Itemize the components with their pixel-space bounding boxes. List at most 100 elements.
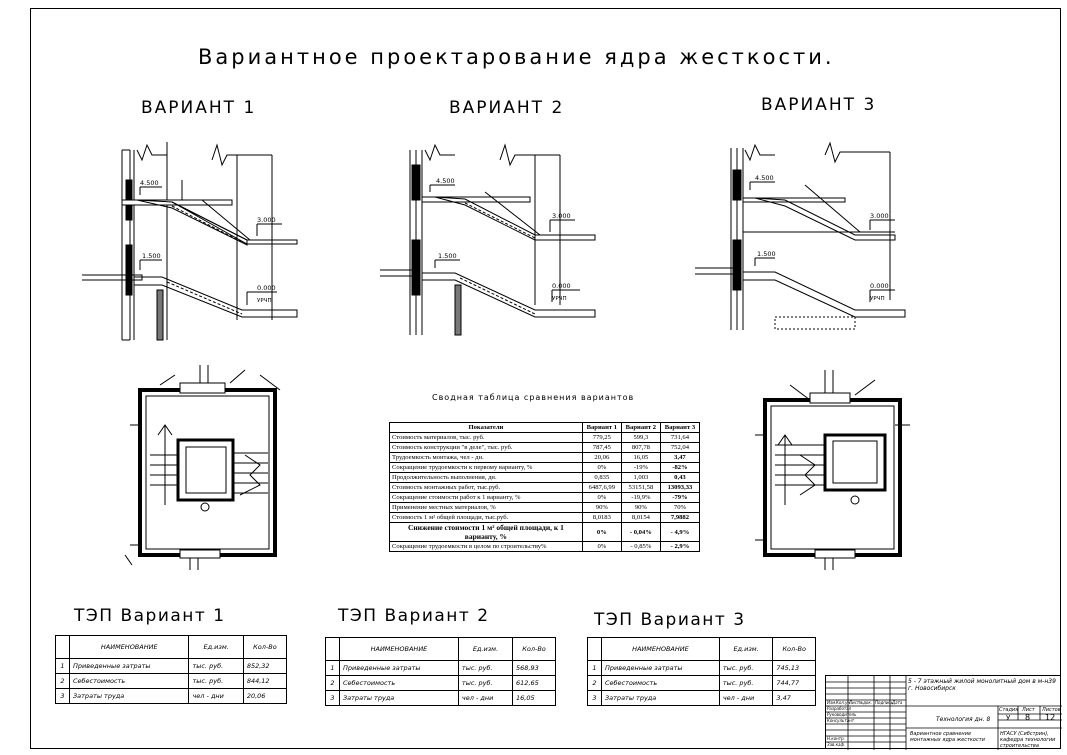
stamp-stage: У (1006, 714, 1011, 722)
table-row: Применение местных материалов, %90%90%70… (389, 502, 701, 513)
table-cell: 0% (581, 492, 622, 503)
summary-header-cell: Вариант 3 (659, 422, 701, 433)
table-cell: Себестоимость (339, 675, 459, 691)
table-cell: Стоимость материалов, тыс. руб. (389, 432, 583, 443)
table-cell: 8,0154 (620, 512, 661, 523)
table-cell: чел - дни (718, 690, 774, 706)
table-cell: -79% (659, 492, 701, 503)
table-cell: 7,9882 (659, 512, 701, 523)
table-cell: Трудоемкость монтажа, чел - дн. (389, 452, 583, 463)
table-header-cell: Кол-Во (772, 637, 816, 661)
table-row: Сокращение трудоемкости в целом по строи… (389, 541, 701, 552)
stamp-left-label: Н.контр. (827, 736, 845, 741)
plan-drawing-svg (124, 365, 281, 570)
table-header-row: НАИМЕНОВАНИЕ Ед.изм. Кол-Во (587, 637, 816, 661)
table-cell: 3 (55, 688, 70, 704)
table-cell: -19,9% (620, 492, 661, 503)
table-cell: 0,835 (581, 472, 622, 483)
table-cell: 0% (581, 541, 622, 552)
table-cell: 1 (587, 660, 602, 676)
stamp-sheet-name: Вариантное сравнение монтажных ядра жест… (910, 731, 985, 743)
table-cell: Сокращение трудоемкости к первому вариан… (389, 462, 583, 473)
section-drawing-svg: 4.500 3.000 1.500 0.000 УРЧП (695, 141, 906, 330)
variant-1-plan-drawing (120, 365, 290, 579)
level-1500-label: 1.500 (438, 252, 457, 260)
summary-header-cell: Вариант 2 (620, 422, 661, 433)
table-cell: 2 (325, 675, 340, 691)
level-0000-label: 0.000 (552, 282, 571, 290)
stamp-head-label: №док. (859, 700, 873, 705)
table-header-cell: НАИМЕНОВАНИЕ (601, 637, 720, 661)
table-header-cell (587, 637, 602, 661)
summary-comparison-table: Показатели Вариант 1 Вариант 2 Вариант 3… (389, 422, 701, 552)
table-cell: Затраты труда (68, 688, 190, 704)
stamp-sheet: 8 (1025, 713, 1031, 722)
table-cell: Приведенные затраты (339, 660, 459, 676)
section-drawing-svg: 4.500 3.000 1.500 0.000 УРЧП (380, 143, 596, 336)
level-3000-label: 3.000 (552, 212, 571, 220)
stamp-left-label: Разработал (827, 706, 852, 711)
table-row: Снижение стоимости 1 м² общей площади, к… (389, 522, 701, 542)
table-cell: Стоимость 1 м² общей площади, тыс.руб. (389, 512, 583, 523)
table-cell: 20,06 (581, 452, 622, 463)
level-3000-label: 3.000 (257, 216, 276, 224)
sheet-title: Вариантное проектарование ядра жесткости… (198, 45, 835, 69)
table-cell: 1,003 (620, 472, 661, 483)
stamp-stage-label: Стадия (999, 707, 1019, 713)
level-urch-label: УРЧП (257, 298, 272, 304)
table-cell: 3,47 (772, 690, 816, 706)
table-header-cell: НАИМЕНОВАНИЕ (339, 637, 459, 661)
table-cell: 612,65 (512, 675, 556, 691)
table-cell: 70% (659, 502, 701, 513)
section-drawing-svg: 4.500 3.000 1.500 0.000 УРЧП (82, 142, 298, 341)
table-cell: 13093,33 (659, 482, 701, 493)
tep-2-title: ТЭП Вариант 2 (338, 606, 490, 626)
table-header-cell (55, 635, 70, 659)
tep-1-title: ТЭП Вариант 1 (74, 606, 226, 626)
table-header-row: НАИМЕНОВАНИЕ Ед.изм. Кол-Во (55, 635, 288, 659)
table-cell: 3,47 (659, 452, 701, 463)
table-cell: Приведенные затраты (68, 658, 190, 674)
table-row: Стоимость монтажных работ, тыс.руб.6487,… (389, 482, 701, 493)
stamp-section: Технология дн. 8 (936, 716, 991, 723)
table-cell: 807,78 (620, 442, 661, 453)
table-cell: 0% (581, 462, 622, 473)
table-cell: 53151,58 (620, 482, 661, 493)
table-header-cell: Ед.изм. (188, 635, 244, 659)
table-cell: - 4,9% (659, 522, 701, 542)
level-0000-label: 0.000 (257, 284, 276, 292)
table-header-cell: Ед.изм. (718, 637, 774, 661)
table-cell: 2 (55, 673, 70, 689)
level-0000-label: 0.000 (870, 282, 889, 290)
table-cell: Сокращение стоимости работ к 1 варианту,… (389, 492, 583, 503)
table-cell: 731,64 (659, 432, 701, 443)
table-cell: 1 (55, 658, 70, 674)
table-cell: 8,0183 (581, 512, 622, 523)
table-cell: 744,77 (772, 675, 816, 691)
sheet-frame (30, 8, 1061, 749)
variant-3-plan-drawing (745, 365, 915, 579)
stamp-left-label: Зав.каф. (827, 742, 846, 747)
table-cell: - 0,04% (620, 522, 661, 542)
table-cell: тыс. руб. (718, 675, 774, 691)
title-block: 5 - 7 этажный жилой монолитный дом в м-н… (825, 675, 1062, 750)
table-cell: Себестоимость (68, 673, 190, 689)
table-cell: тыс. руб. (188, 658, 244, 674)
table-cell: Снижение стоимости 1 м² общей площади, к… (389, 522, 583, 542)
table-cell: Применение местных материалов, % (389, 502, 583, 513)
summary-table-title: Сводная таблица сравнения вариантов (432, 393, 635, 402)
stamp-sheets: 12 (1045, 713, 1056, 722)
level-1500-label: 1.500 (142, 252, 161, 260)
table-cell: чел - дни (188, 688, 244, 704)
table-cell: тыс. руб. (188, 673, 244, 689)
stamp-head-label: Подпись (875, 700, 893, 705)
